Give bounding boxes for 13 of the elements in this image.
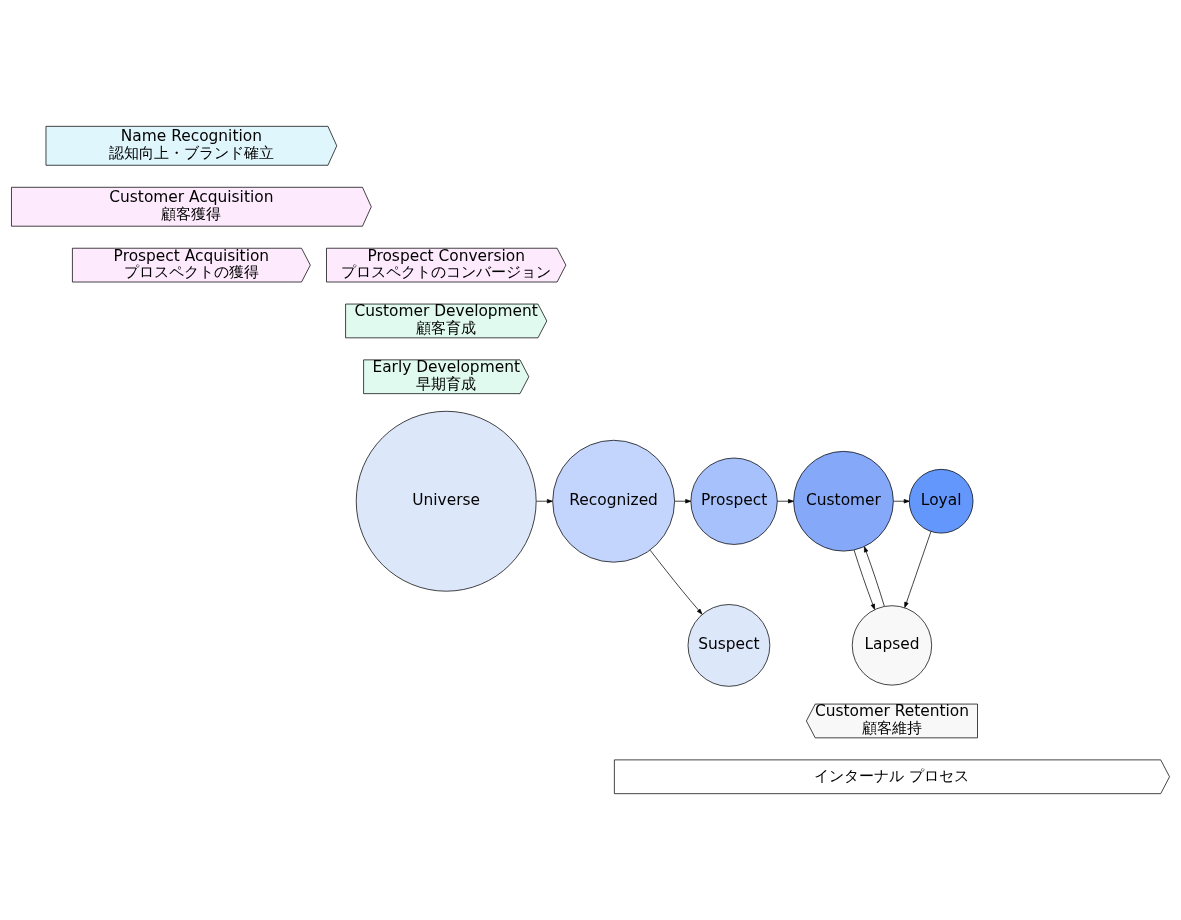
arrow — [649, 549, 703, 615]
node-circle: Recognized — [552, 439, 675, 563]
arrow — [776, 499, 794, 504]
arrow — [674, 499, 692, 504]
arrow — [853, 549, 876, 610]
node-circle: Prospect — [690, 457, 778, 545]
node-circle: Suspect — [687, 604, 771, 687]
arrow — [893, 499, 910, 504]
node-circle: Loyal — [908, 469, 974, 534]
arrow — [904, 531, 932, 608]
node-circle: Universe — [355, 410, 537, 592]
arrow — [864, 546, 885, 607]
arrow — [536, 499, 553, 504]
